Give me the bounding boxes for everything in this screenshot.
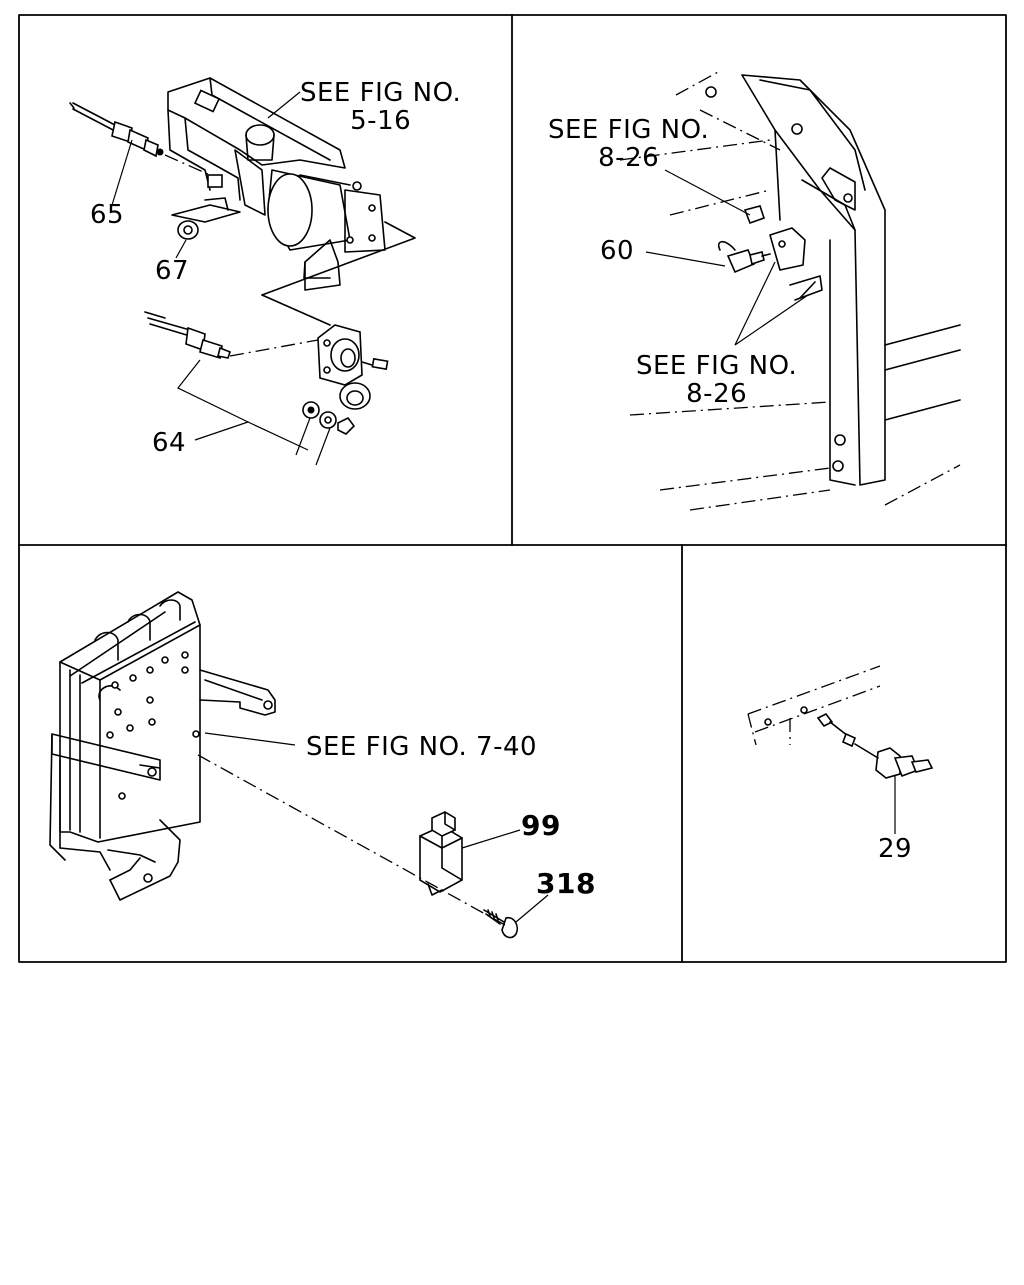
part-number-99: 99: [521, 809, 561, 842]
panel-bottom-right-drawing: [747, 665, 934, 834]
part-number-60: 60: [600, 236, 635, 266]
ref-fig-line1: SEE FIG NO.: [300, 78, 462, 108]
ref-fig-line2: 8-26: [686, 379, 748, 409]
part-number-67: 67: [155, 256, 190, 286]
ref-fig-line1: SEE FIG NO.: [548, 115, 710, 145]
part-number-29: 29: [878, 834, 913, 864]
ref-fig-8-26-lower: SEE FIG NO. 8-26: [636, 353, 797, 407]
part-number-318: 318: [536, 867, 596, 900]
ref-fig-line2: 8-26: [598, 143, 660, 173]
panel-top-left-drawing: [69, 77, 416, 466]
part-number-64: 64: [152, 428, 187, 458]
panel-frames: [18, 14, 1007, 963]
ref-fig-5-16: SEE FIG NO. 5-16: [300, 80, 461, 134]
ref-fig-line2: 5-16: [350, 106, 412, 136]
part-number-65: 65: [90, 200, 125, 230]
ref-fig-7-40: SEE FIG NO. 7-40: [306, 732, 538, 762]
panel-bottom-left-drawing: [49, 591, 549, 939]
panel-top-right-drawing: [619, 71, 961, 511]
ref-fig-line1: SEE FIG NO.: [636, 351, 798, 381]
ref-fig-8-26-upper: SEE FIG NO. 8-26: [548, 117, 709, 171]
